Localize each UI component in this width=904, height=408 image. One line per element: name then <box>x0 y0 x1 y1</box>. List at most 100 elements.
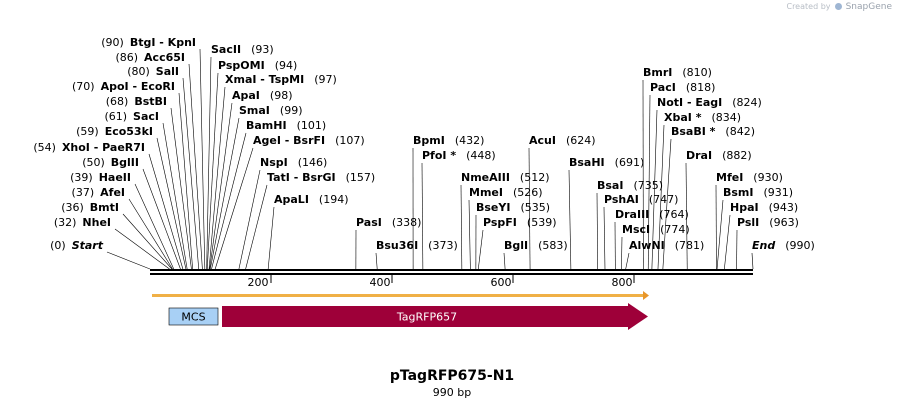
site-leader-nmeaiii <box>460 184 463 270</box>
site-leader-agei-bsrfi <box>214 147 254 270</box>
enzyme-bseyi[interactable]: BseYI <box>476 201 510 214</box>
enzyme-bpmi[interactable]: BpmI <box>413 134 445 147</box>
site-leader-bstbi <box>170 107 192 270</box>
enzyme-position-pasi: (338) <box>392 216 422 229</box>
site-leader-mmei <box>468 199 471 270</box>
enzyme-smai[interactable]: SmaI <box>239 104 270 117</box>
enzyme-pasi[interactable]: PasI <box>356 216 382 229</box>
site-leader-afei <box>128 198 173 270</box>
enzyme-nhei[interactable]: NheI <box>82 216 111 229</box>
enzyme-bglii[interactable]: BglII <box>111 156 139 169</box>
enzyme-position-end: (990) <box>785 239 815 252</box>
enzyme-afei[interactable]: AfeI <box>100 186 125 199</box>
site-leader-pfoi <box>421 162 424 270</box>
enzyme-nspi[interactable]: NspI <box>260 156 288 169</box>
enzyme-alwni[interactable]: AlwNI <box>629 239 665 252</box>
enzyme-position-nmeaiii: (512) <box>520 171 550 184</box>
site-leader-xbai <box>657 124 665 270</box>
site-leader-pspomi <box>206 72 219 270</box>
site-leader-drai <box>685 162 688 270</box>
enzyme-bsahi[interactable]: BsaHI <box>569 156 605 169</box>
site-leader-eco53ki <box>156 137 187 270</box>
enzyme-bstbi[interactable]: BstBI <box>134 95 167 108</box>
orf-bar <box>152 294 646 297</box>
enzyme-btgi-kpni[interactable]: BtgI - KpnI <box>130 36 196 49</box>
enzyme-mfei[interactable]: MfeI <box>716 171 743 184</box>
enzyme-position-pspfi: (539) <box>527 216 557 229</box>
mcs-feature[interactable] <box>168 307 219 326</box>
enzyme-eco53ki[interactable]: Eco53kI <box>105 125 153 138</box>
enzyme-xbai[interactable]: XbaI * <box>664 111 702 124</box>
enzyme-apai[interactable]: ApaI <box>232 89 260 102</box>
enzyme-xhoi-paer7i[interactable]: XhoI - PaeR7I <box>62 141 145 154</box>
ruler-label-600: 600 <box>491 276 512 289</box>
enzyme-start[interactable]: Start <box>72 239 104 252</box>
enzyme-msci[interactable]: MscI <box>622 223 650 236</box>
site-leader-apai <box>209 102 233 270</box>
enzyme-noti-eagi[interactable]: NotI - EagI <box>657 96 722 109</box>
site-leader-bsu36i <box>375 252 378 270</box>
enzyme-acui[interactable]: AcuI <box>529 134 556 147</box>
enzyme-position-smai: (99) <box>280 104 303 117</box>
enzyme-draiii[interactable]: DraIII <box>615 208 649 221</box>
enzyme-paci[interactable]: PacI <box>650 81 676 94</box>
site-leader-bsabi <box>662 138 672 270</box>
enzyme-position-pfoi: (448) <box>466 149 496 162</box>
site-leader-hpai <box>724 214 731 270</box>
enzyme-position-xhoi-paer7i: (54) <box>33 141 56 154</box>
enzyme-mmei[interactable]: MmeI <box>469 186 503 199</box>
enzyme-acc65i[interactable]: Acc65I <box>144 51 185 64</box>
enzyme-position-bstbi: (68) <box>106 95 129 108</box>
enzyme-pspfi[interactable]: PspFI <box>483 216 517 229</box>
enzyme-bsu36i[interactable]: Bsu36I <box>376 239 418 252</box>
site-leader-sacii <box>206 56 212 270</box>
enzyme-position-mmei: (526) <box>513 186 543 199</box>
enzyme-pfoi[interactable]: PfoI * <box>422 149 456 162</box>
enzyme-position-apai: (98) <box>270 89 293 102</box>
site-leader-bsai <box>596 192 598 270</box>
enzyme-psli[interactable]: PslI <box>737 216 759 229</box>
enzyme-position-bmri: (810) <box>682 66 712 79</box>
site-leader-bsahi <box>568 169 572 270</box>
enzyme-bsai[interactable]: BsaI <box>597 179 623 192</box>
enzyme-bmti[interactable]: BmtI <box>90 201 119 214</box>
enzyme-apali[interactable]: ApaLI <box>274 193 309 206</box>
enzyme-apoi-ecori[interactable]: ApoI - EcoRI <box>101 80 175 93</box>
snapgene-credit: Created by SnapGene <box>786 2 892 12</box>
enzyme-saci[interactable]: SacI <box>133 110 159 123</box>
enzyme-position-bsu36i: (373) <box>428 239 458 252</box>
enzyme-tati-bsrgi[interactable]: TatI - BsrGI <box>267 171 336 184</box>
enzyme-sali[interactable]: SalI <box>156 65 179 78</box>
enzyme-hpai[interactable]: HpaI <box>730 201 759 214</box>
site-leader-bmti <box>122 213 173 270</box>
enzyme-pspomi[interactable]: PspOMI <box>218 59 265 72</box>
enzyme-position-start: (0) <box>50 239 66 252</box>
enzyme-bgli[interactable]: BglI <box>504 239 528 252</box>
enzyme-bsmi[interactable]: BsmI <box>723 186 754 199</box>
enzyme-bamhi[interactable]: BamHI <box>246 119 287 132</box>
enzyme-position-paci: (818) <box>686 81 716 94</box>
enzyme-position-btgi-kpni: (90) <box>101 36 124 49</box>
enzyme-bmri[interactable]: BmrI <box>643 66 672 79</box>
enzyme-position-mfei: (930) <box>753 171 783 184</box>
enzyme-haeii[interactable]: HaeII <box>99 171 131 184</box>
enzyme-position-bmti: (36) <box>61 201 84 214</box>
enzyme-sacii[interactable]: SacII <box>211 43 241 56</box>
ruler-label-400: 400 <box>370 276 391 289</box>
enzyme-bsabi[interactable]: BsaBI * <box>671 125 716 138</box>
enzyme-end[interactable]: End <box>752 239 775 252</box>
enzyme-agei-bsrfi[interactable]: AgeI - BsrFI <box>253 134 325 147</box>
enzyme-position-bsmi: (931) <box>764 186 794 199</box>
enzyme-position-psli: (963) <box>769 216 799 229</box>
enzyme-position-saci: (61) <box>104 110 127 123</box>
enzyme-position-nspi: (146) <box>298 156 328 169</box>
enzyme-position-pshai: (747) <box>649 193 679 206</box>
enzyme-position-bsai: (735) <box>633 179 663 192</box>
enzyme-pshai[interactable]: PshAI <box>604 193 639 206</box>
enzyme-xmai-tspmi[interactable]: XmaI - TspMI <box>225 73 304 86</box>
enzyme-drai[interactable]: DraI <box>686 149 712 162</box>
tagrfp-feature-arrow[interactable] <box>222 303 648 330</box>
enzyme-nmeaiii[interactable]: NmeAIII <box>461 171 510 184</box>
backbone-top-strand <box>150 269 753 271</box>
site-leader-tati-bsrgi <box>245 184 268 270</box>
